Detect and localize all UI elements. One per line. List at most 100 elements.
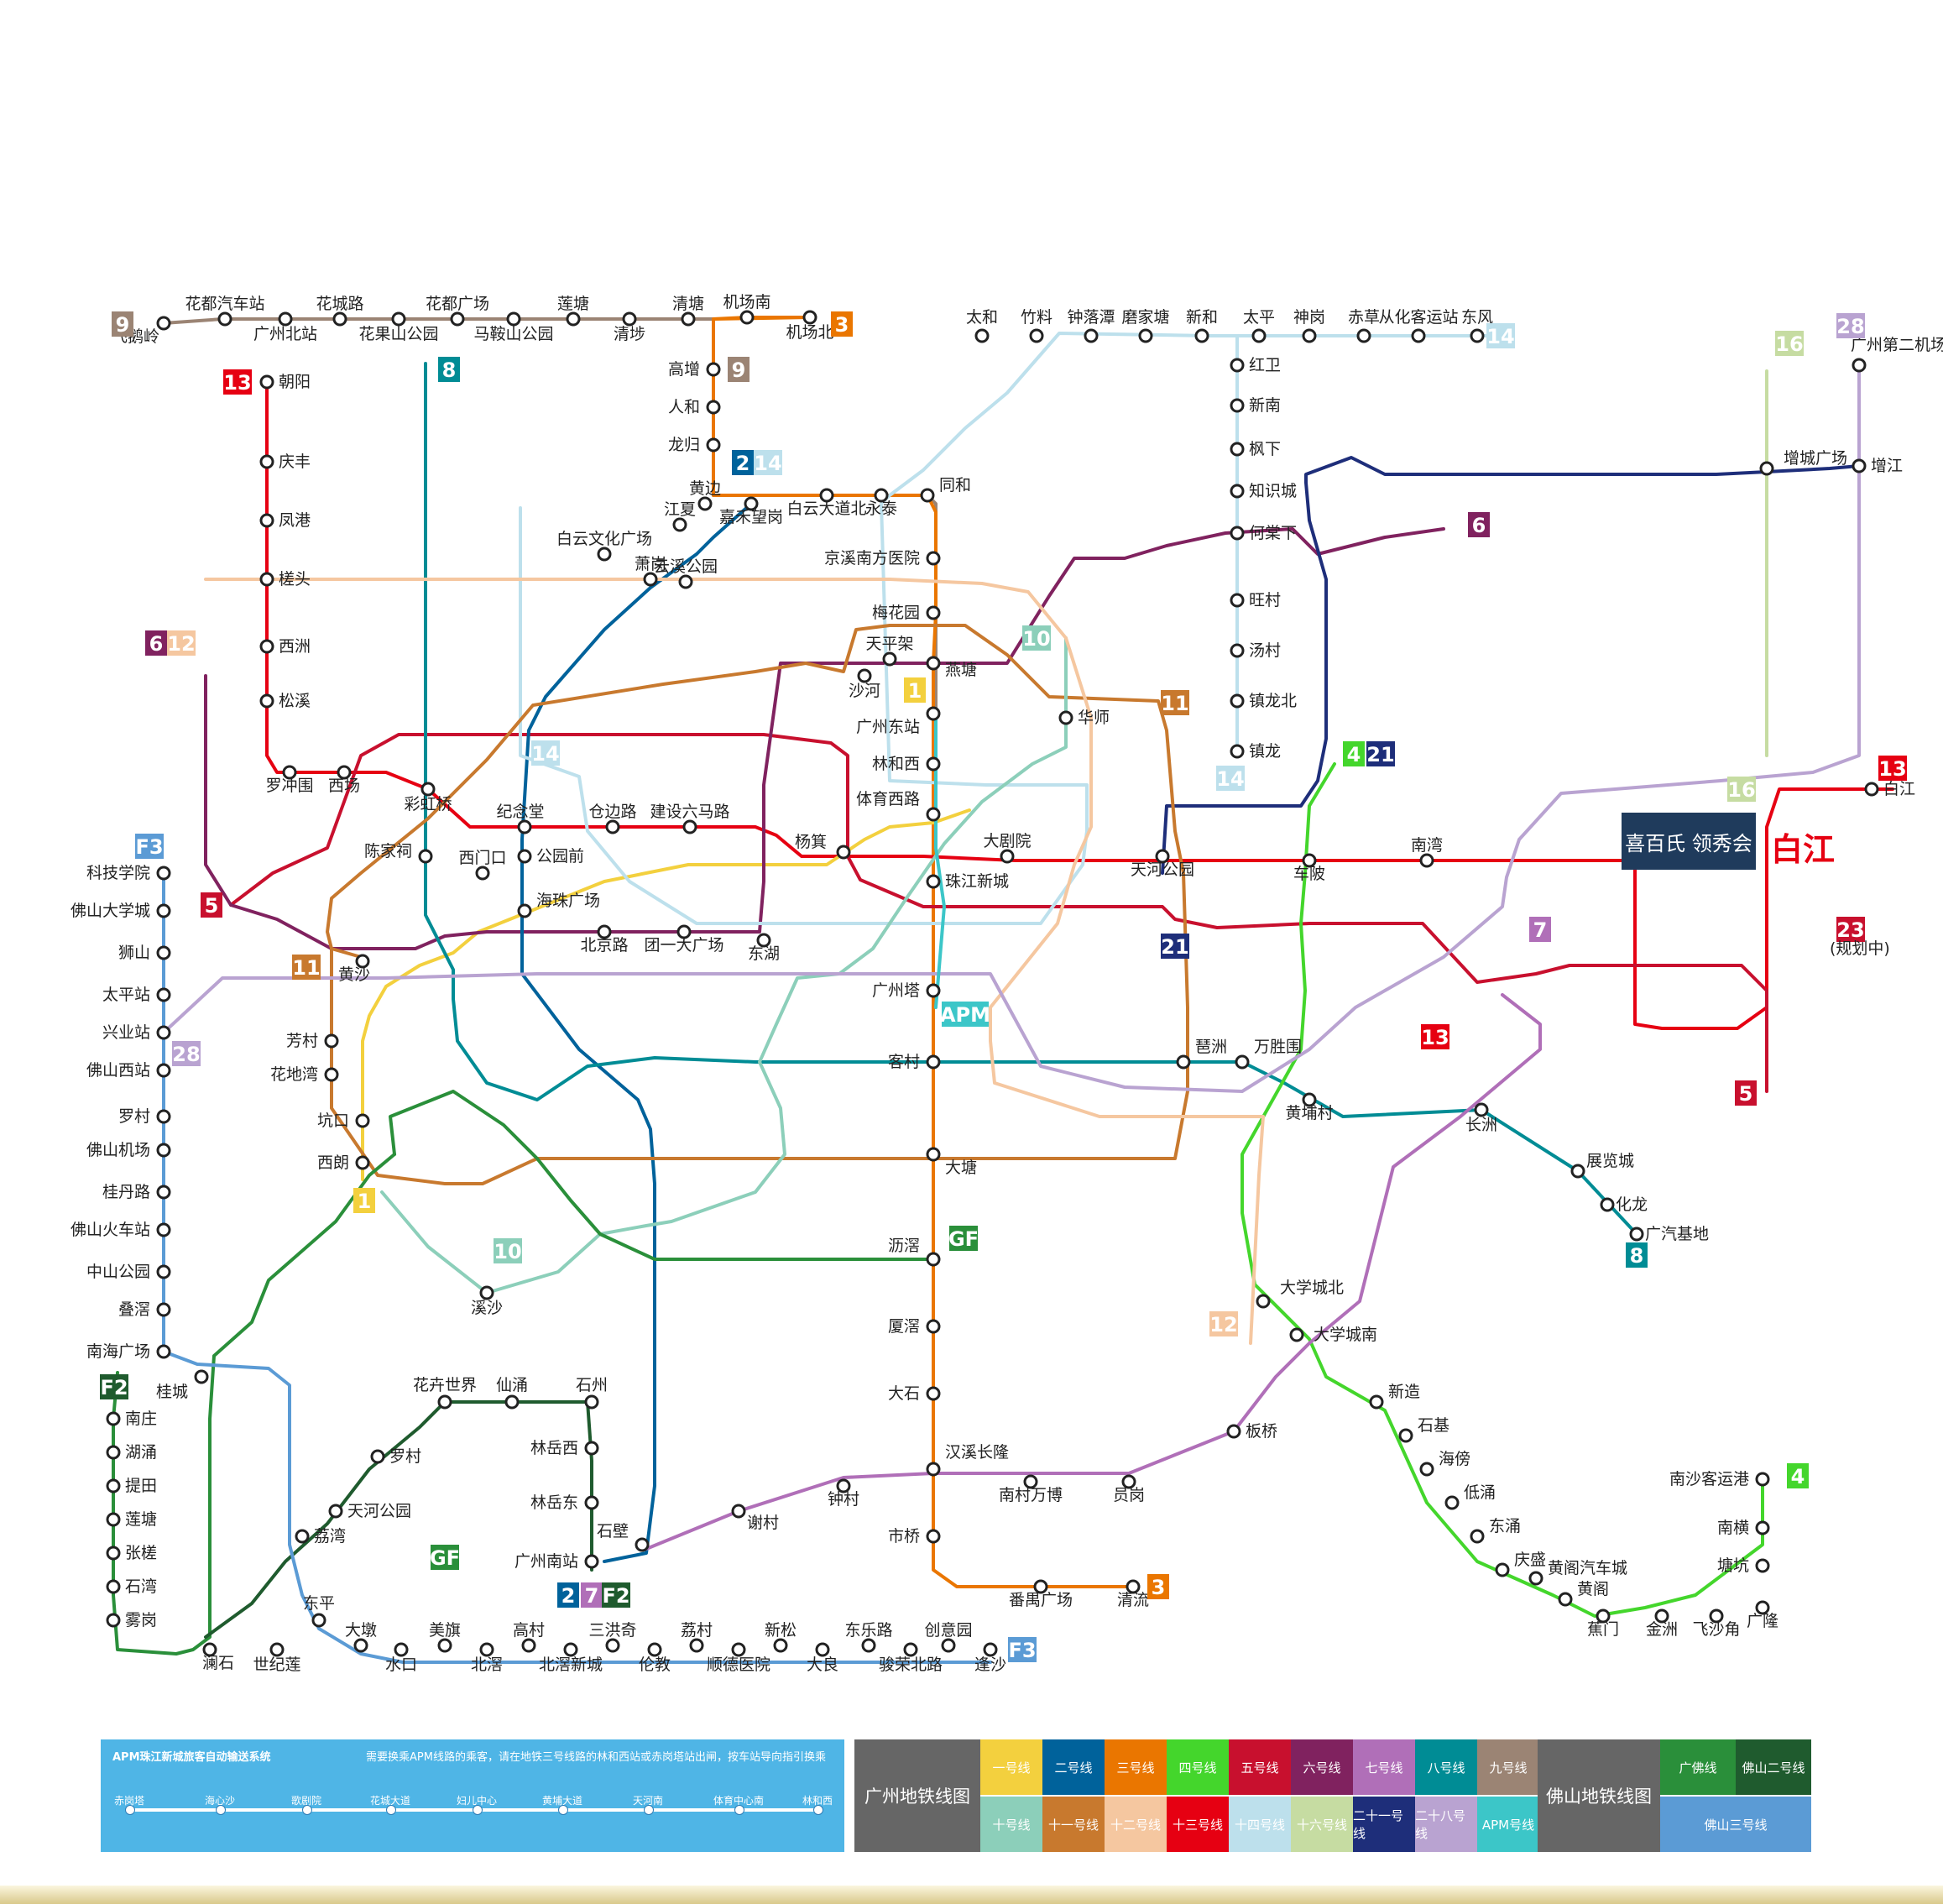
station-marker[interactable] <box>259 572 274 587</box>
station-hcl[interactable]: 花城路 <box>316 295 364 327</box>
station-jm[interactable]: 蕉门 <box>1587 1608 1619 1639</box>
station-tt[interactable]: 提田 <box>106 1477 157 1495</box>
station-marker[interactable] <box>106 1478 121 1493</box>
station-marker[interactable] <box>259 374 274 390</box>
station-jnt[interactable]: 纪念堂 <box>496 802 545 834</box>
station-xc[interactable]: 西场 <box>328 765 360 795</box>
station-marker[interactable] <box>882 651 897 667</box>
station-marker[interactable] <box>156 1109 171 1124</box>
station-pz[interactable]: 琶洲 <box>1176 1038 1227 1070</box>
station-hdqcz[interactable]: 花都汽车站 <box>185 295 265 327</box>
station-marker[interactable] <box>437 1394 452 1410</box>
station-ql[interactable]: 清流 <box>1117 1579 1149 1609</box>
station-hgqcz[interactable]: 黄阁汽车城 <box>1528 1559 1627 1586</box>
station-lg[interactable]: 龙归 <box>668 436 721 454</box>
station-th2[interactable]: 太和 <box>966 308 998 343</box>
station-marker[interactable] <box>926 807 941 822</box>
station-marker[interactable] <box>1033 1579 1048 1594</box>
station-marker[interactable] <box>156 316 171 331</box>
station-marker[interactable] <box>815 1642 830 1657</box>
apm-station-dot[interactable] <box>216 1805 226 1815</box>
station-marker[interactable] <box>1023 1474 1038 1489</box>
station-marker[interactable] <box>156 903 171 918</box>
station-marker[interactable] <box>926 1054 941 1070</box>
station-lhx[interactable]: 林和西 <box>872 755 941 773</box>
station-marker[interactable] <box>926 874 941 889</box>
station-marker[interactable] <box>217 311 232 327</box>
station-lc2[interactable]: 荔村 <box>681 1621 713 1653</box>
station-marker[interactable] <box>278 311 293 327</box>
station-hy[interactable]: 湖涌 <box>106 1443 157 1462</box>
station-marker[interactable] <box>563 1642 578 1657</box>
station-marker[interactable] <box>926 756 941 772</box>
station-hxx[interactable]: 何棠下 <box>1230 524 1297 542</box>
station-marker[interactable] <box>1230 593 1245 608</box>
station-hz[interactable]: 华师 <box>1058 709 1110 727</box>
station-marker[interactable] <box>1600 1197 1615 1212</box>
station-jhsr[interactable]: 黄边 <box>689 479 721 511</box>
station-marker[interactable] <box>926 1386 941 1401</box>
station-marker[interactable] <box>156 945 171 960</box>
station-marker[interactable] <box>1596 1608 1611 1624</box>
station-ljt[interactable]: 磨家塘 <box>1121 308 1170 343</box>
station-marker[interactable] <box>353 1638 368 1653</box>
station-marker[interactable] <box>479 1642 494 1657</box>
station-marker[interactable] <box>370 1449 385 1464</box>
station-dc[interactable]: 东涌 <box>1470 1517 1521 1544</box>
station-bq[interactable]: 板桥 <box>1226 1422 1277 1441</box>
station-qb[interactable]: 清埗 <box>614 311 645 343</box>
station-marker[interactable] <box>622 311 637 327</box>
station-dxcb[interactable]: 大学城北 <box>1256 1279 1344 1309</box>
station-marker[interactable] <box>731 1642 746 1657</box>
station-marker[interactable] <box>156 866 171 881</box>
station-hdgc[interactable]: 花都广场 <box>426 295 489 327</box>
station-fsj[interactable]: 飞沙角 <box>1692 1608 1741 1639</box>
station-hgsgy[interactable]: 花果山公园 <box>358 311 439 343</box>
station-sz[interactable]: 石州 <box>576 1376 608 1410</box>
station-marker[interactable] <box>1528 1571 1543 1586</box>
station-marker[interactable] <box>584 1495 599 1510</box>
station-jcb[interactable]: 机场北 <box>786 310 834 342</box>
station-bysy[interactable]: 白云文化广场 <box>556 530 652 562</box>
station-marker[interactable] <box>756 933 771 948</box>
station-marker[interactable] <box>475 866 490 881</box>
station-marker[interactable] <box>1755 1520 1770 1535</box>
station-wsm[interactable]: 万胜围 <box>1235 1038 1302 1070</box>
station-marker[interactable] <box>1419 853 1434 868</box>
station-marker[interactable] <box>1470 1529 1485 1544</box>
station-marker[interactable] <box>106 1579 121 1594</box>
station-marker[interactable] <box>773 1638 788 1653</box>
station-jz[interactable]: 金洲 <box>1646 1608 1678 1639</box>
station-xh[interactable]: 新和 <box>1186 308 1218 343</box>
station-dl[interactable]: 大良 <box>807 1642 838 1674</box>
station-gzy[interactable]: 广州第二机场 <box>1851 336 1943 373</box>
station-marker[interactable] <box>282 765 297 780</box>
station-gzl[interactable]: 荔湾 <box>295 1527 346 1546</box>
station-xl[interactable]: 厦滘 <box>888 1317 941 1336</box>
station-ljs[interactable]: 林岳东 <box>530 1493 599 1512</box>
station-marker[interactable] <box>355 1155 370 1170</box>
station-xz[interactable]: 西洲 <box>259 637 311 656</box>
station-marker[interactable] <box>1176 1054 1191 1070</box>
station-marker[interactable] <box>983 1642 998 1657</box>
station-marker[interactable] <box>1155 849 1170 864</box>
station-zy[interactable]: 朝阳 <box>259 373 311 391</box>
station-jrbl[interactable]: 骏荣北路 <box>879 1642 943 1674</box>
station-dxcn[interactable]: 大学城南 <box>1289 1326 1377 1344</box>
station-cyy[interactable]: 创意园 <box>924 1621 973 1653</box>
station-marker[interactable] <box>1864 782 1879 797</box>
station-ls2[interactable]: 澜石 <box>202 1642 234 1672</box>
station-marker[interactable] <box>926 706 941 721</box>
station-zjxc[interactable]: 珠江新城 <box>926 872 1009 891</box>
station-hxcl[interactable]: 汉溪长隆 <box>926 1443 1009 1477</box>
station-marker[interactable] <box>504 1394 520 1410</box>
station-jcn[interactable]: 机场南 <box>723 293 771 325</box>
station-marker[interactable] <box>697 496 713 511</box>
station-marker[interactable] <box>926 605 941 620</box>
station-marker[interactable] <box>1000 849 1015 864</box>
station-marker[interactable] <box>437 1638 452 1653</box>
station-marker[interactable] <box>566 311 581 327</box>
station-xs[interactable]: 新松 <box>765 1621 797 1653</box>
station-gz[interactable]: 高增 <box>668 360 721 379</box>
station-marker[interactable] <box>1058 710 1073 725</box>
